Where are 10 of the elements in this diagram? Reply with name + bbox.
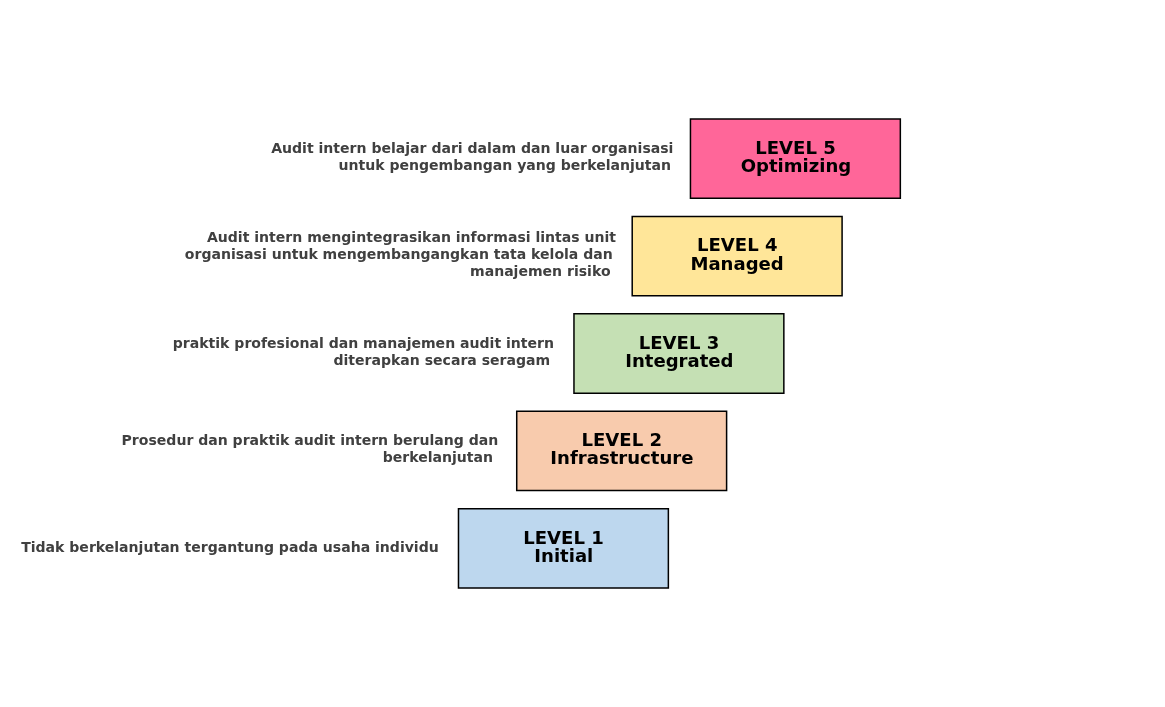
node-label: Prosedur dan praktik audit intern berulang dan berkelanjutan <box>121 432 499 466</box>
node-box: LEVEL 1 Initial <box>457 507 670 589</box>
node-box: LEVEL 2 Infrastructure <box>515 410 728 492</box>
node-label: Tidak berkelanjutan tergantung pada usaha individu <box>21 538 439 555</box>
node-label: praktik profesional dan manajemen audit intern diterapkan secara seragam <box>172 334 554 368</box>
node-box: LEVEL 5 Optimizing <box>689 118 902 200</box>
node-label: Audit intern mengintegrasikan informasi lintas unit organisasi untuk mengembangangkan tata kelola dan manajemen risiko <box>184 229 617 280</box>
node-box: LEVEL 3 Integrated <box>573 313 785 394</box>
node-box: LEVEL 4 Managed <box>631 215 843 297</box>
node-label: Audit intern belajar dari dalam dan luar organisasi untuk pengembangan yang berkelanjutan <box>271 139 674 173</box>
